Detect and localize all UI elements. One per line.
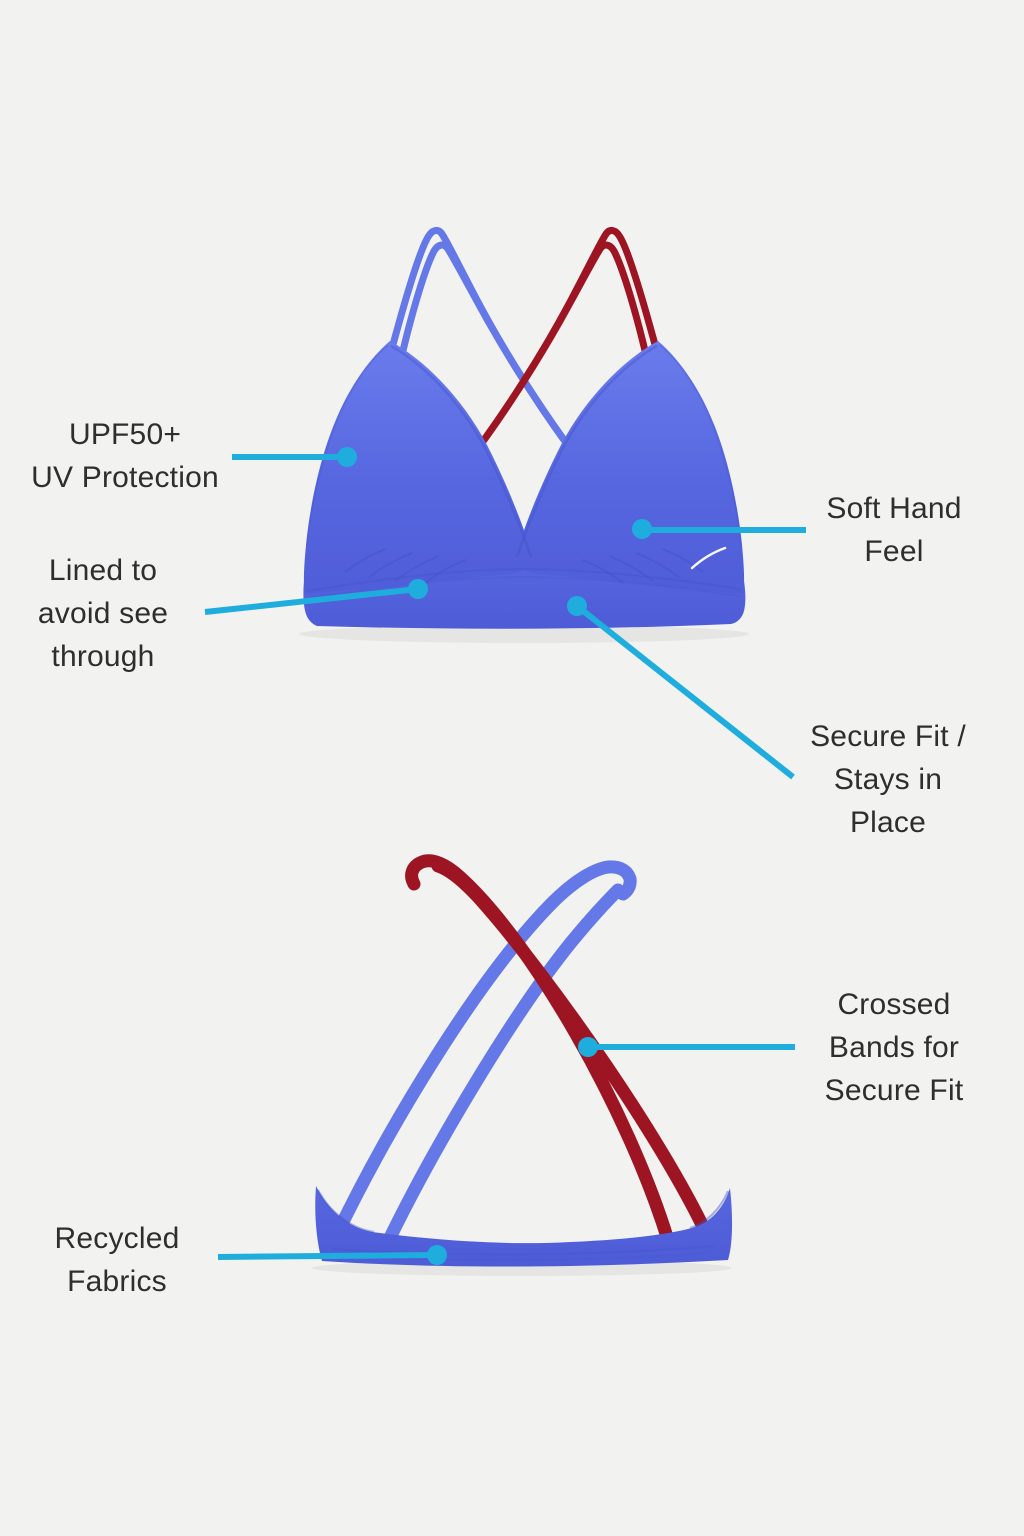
front-seams [306,344,742,599]
bikini-back-view-image [312,854,733,1276]
callout-upf-dot [337,447,357,467]
callout-upf-pointer [232,447,357,467]
brand-logo-icon [690,546,727,570]
label-upf-uv-protection: UPF50+ UV Protection [31,418,219,494]
callout-pointers [204,447,806,1265]
label-recycled-fabrics: Recycled Fabrics [54,1222,180,1298]
label-lined-avoid-see-through: Lined to avoid see through [37,554,169,673]
callout-crossed-pointer [578,1037,795,1057]
front-red-straps [435,226,661,501]
label-soft-hand-feel: Soft Hand Feel [826,492,962,568]
back-blue-straps [331,860,637,1255]
callout-soft-dot [632,519,652,539]
front-left-cup [303,341,534,594]
callout-lined-dot [408,579,428,599]
back-band [315,1186,733,1267]
callout-recycled-dot [427,1245,447,1265]
label-secure-fit-stays-in-place: Secure Fit / Stays in Place [810,720,966,839]
callout-secure-dot [567,596,587,616]
front-shadow [299,625,749,643]
callout-recycled-pointer [217,1245,447,1265]
label-crossed-bands-secure-fit: Crossed Bands for Secure Fit [824,988,964,1107]
callout-crossed-dot [578,1037,598,1057]
callout-soft-pointer [632,519,806,539]
back-red-straps [405,854,719,1253]
callout-secure-pointer [567,596,795,780]
callout-lined-pointer [204,579,428,615]
front-blue-straps [387,226,613,501]
front-ruching [344,548,704,584]
bikini-front-view-image [299,226,749,643]
